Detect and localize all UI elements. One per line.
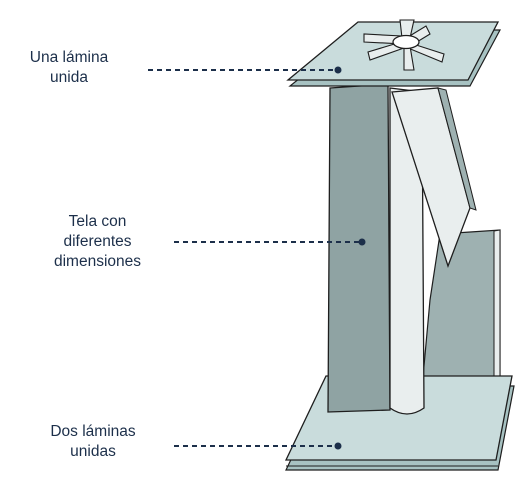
label-top-line-2: unida bbox=[50, 69, 88, 86]
label-top-line-1: Una lámina bbox=[29, 49, 109, 66]
label-fabric-line-2: diferentes bbox=[63, 233, 132, 250]
label-fabric: Tela con diferentes dimensiones bbox=[30, 212, 165, 272]
central-tube bbox=[389, 87, 425, 415]
star-cutout-icon bbox=[363, 19, 445, 71]
fabric-strip-shadow bbox=[437, 87, 477, 211]
label-bottom-sheets: Dos láminas unidas bbox=[24, 422, 162, 462]
label-fabric-line-3: dimensiones bbox=[53, 253, 142, 270]
label-fabric-line-1: Tela con bbox=[68, 213, 127, 230]
label-bottom-line-1: Dos láminas bbox=[50, 423, 136, 440]
leader-bottom-dot bbox=[334, 442, 342, 450]
leader-middle-dot bbox=[358, 238, 366, 246]
label-top-sheet: Una lámina unida bbox=[8, 48, 130, 88]
leader-top-dot bbox=[334, 66, 342, 74]
fabric-panel-main bbox=[327, 83, 391, 413]
label-bottom-line-2: unidas bbox=[70, 443, 116, 460]
